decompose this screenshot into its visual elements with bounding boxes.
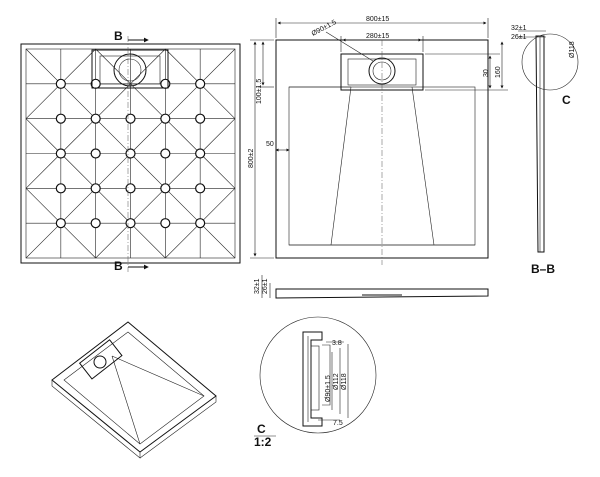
profile-view: 32±1 26±1 (254, 275, 489, 299)
support-foot (55, 183, 66, 194)
support-foot (55, 218, 66, 229)
rib-diagonal (130, 222, 166, 259)
detail-dim-bottom: 7.5 (333, 420, 343, 427)
support-foot (160, 113, 171, 124)
rib-diagonal (199, 153, 236, 189)
rib-diagonal (95, 153, 131, 189)
support-foot (195, 78, 206, 89)
support-foot (195, 218, 206, 229)
rib-diagonal (25, 188, 62, 224)
rib-diagonal (25, 83, 62, 119)
rib-diagonal (95, 83, 131, 119)
rib-diagonal (60, 222, 96, 259)
rib-diagonal (95, 188, 131, 224)
rib-diagonal (199, 48, 236, 85)
support-foot (90, 78, 101, 89)
dim-edge-width: 50 (266, 141, 274, 148)
rib-diagonal (25, 153, 62, 189)
rib-diagonal (165, 153, 201, 189)
dim-drain-diameter: Ø90±1.5 (311, 19, 338, 38)
detail-dim-112: Ø112 (333, 373, 340, 390)
rib-diagonal (60, 83, 96, 119)
rib-diagonal (25, 222, 62, 259)
dim-side-total-height: 32±1 (511, 25, 527, 32)
rib-diagonal (165, 83, 201, 119)
dim-profile-total-height: 32±1 (254, 278, 261, 294)
dim-drain-spacing: 280±15 (366, 33, 389, 40)
rib-diagonal (130, 188, 166, 224)
rib-diagonal (165, 118, 201, 154)
rib-diagonal (130, 153, 166, 189)
support-foot (90, 148, 101, 159)
support-foot (125, 218, 136, 229)
isometric-view (51, 321, 217, 459)
rib-grid (25, 48, 236, 259)
section-title: B–B (531, 262, 555, 276)
bottom-view: B B (20, 29, 241, 273)
detail-callout-scale: 1:2 (254, 435, 272, 449)
support-foot (90, 113, 101, 124)
support-foot (55, 78, 66, 89)
dim-profile-inner-height: 26±1 (262, 278, 269, 294)
rib-diagonal (130, 118, 166, 154)
rib-diagonal (25, 118, 62, 154)
detail-dim-118: Ø118 (341, 373, 348, 390)
support-foot (90, 218, 101, 229)
support-foot (195, 148, 206, 159)
rib-diagonal (199, 118, 236, 154)
support-foot (55, 148, 66, 159)
support-foot (125, 148, 136, 159)
detail-dim-lip: 3.8 (332, 340, 342, 347)
support-foot (90, 183, 101, 194)
detail-callout-letter: C (257, 422, 266, 436)
rib-diagonal (95, 118, 131, 154)
detail-dim-90: Ø90±1.5 (325, 375, 332, 402)
rib-diagonal (165, 222, 201, 259)
dim-side-inner-height: 26±1 (511, 34, 527, 41)
support-foot (195, 113, 206, 124)
section-mark-top: B (114, 29, 123, 43)
support-foot (160, 148, 171, 159)
support-foot (55, 113, 66, 124)
rib-diagonal (95, 48, 131, 85)
detail-mark: C (562, 93, 571, 107)
support-foot (125, 183, 136, 194)
rib-diagonal (130, 48, 166, 85)
dim-overall-height: 800±2 (248, 148, 255, 168)
front-view: 800±15 280±15 Ø90±1.5 800±2 100±1.5 50 3… (248, 16, 508, 265)
section-mark-bottom: B (114, 259, 123, 273)
detail-c-view: 3.8 Ø90±1.5 Ø112 Ø118 7.5 C 1:2 (254, 316, 377, 449)
rib-diagonal (60, 188, 96, 224)
rib-diagonal (60, 118, 96, 154)
dim-overall-width: 800±15 (366, 16, 389, 23)
support-foot (195, 183, 206, 194)
rib-diagonal (25, 48, 62, 85)
rib-diagonal (199, 188, 236, 224)
rib-diagonal (95, 222, 131, 259)
rib-diagonal (60, 153, 96, 189)
dim-drain-depth: 30 (483, 69, 490, 77)
rib-diagonal (60, 48, 96, 85)
rib-diagonal (165, 188, 201, 224)
support-foot (160, 183, 171, 194)
dim-drain-height: 160 (495, 66, 502, 78)
dim-side-diameter: Ø118 (569, 41, 576, 58)
rib-diagonal (165, 48, 201, 85)
section-b-b-view: C 32±1 26±1 Ø118 B–B (511, 25, 579, 276)
rib-diagonal (199, 83, 236, 119)
support-foot (160, 218, 171, 229)
rib-diagonal (130, 83, 166, 119)
rib-diagonal (199, 222, 236, 259)
dim-drain-offset: 100±1.5 (256, 79, 263, 104)
support-foot (125, 113, 136, 124)
